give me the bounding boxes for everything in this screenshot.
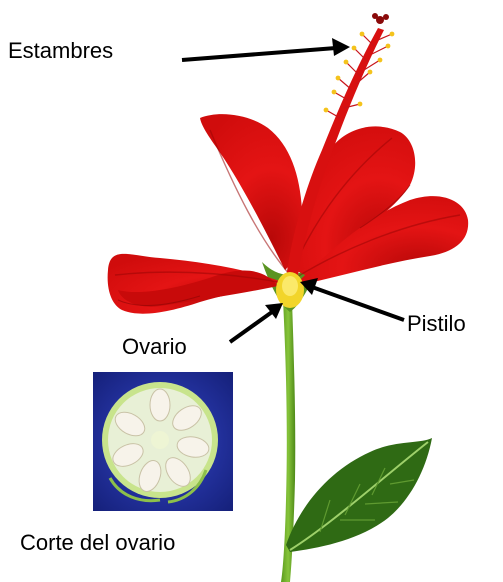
stamens-label: Estambres bbox=[8, 40, 113, 62]
leaf bbox=[286, 438, 432, 552]
stamens-arrow bbox=[182, 48, 336, 60]
pistil-arrow bbox=[312, 287, 404, 320]
ovary-section-label: Corte del ovario bbox=[20, 532, 175, 554]
ovary-label: Ovario bbox=[122, 336, 187, 358]
ovary-section-inset bbox=[93, 372, 233, 511]
ovary-arrow bbox=[230, 312, 272, 342]
stamens-arrowhead bbox=[332, 38, 350, 56]
pistil-label: Pistilo bbox=[407, 313, 466, 335]
stigma bbox=[372, 13, 389, 24]
